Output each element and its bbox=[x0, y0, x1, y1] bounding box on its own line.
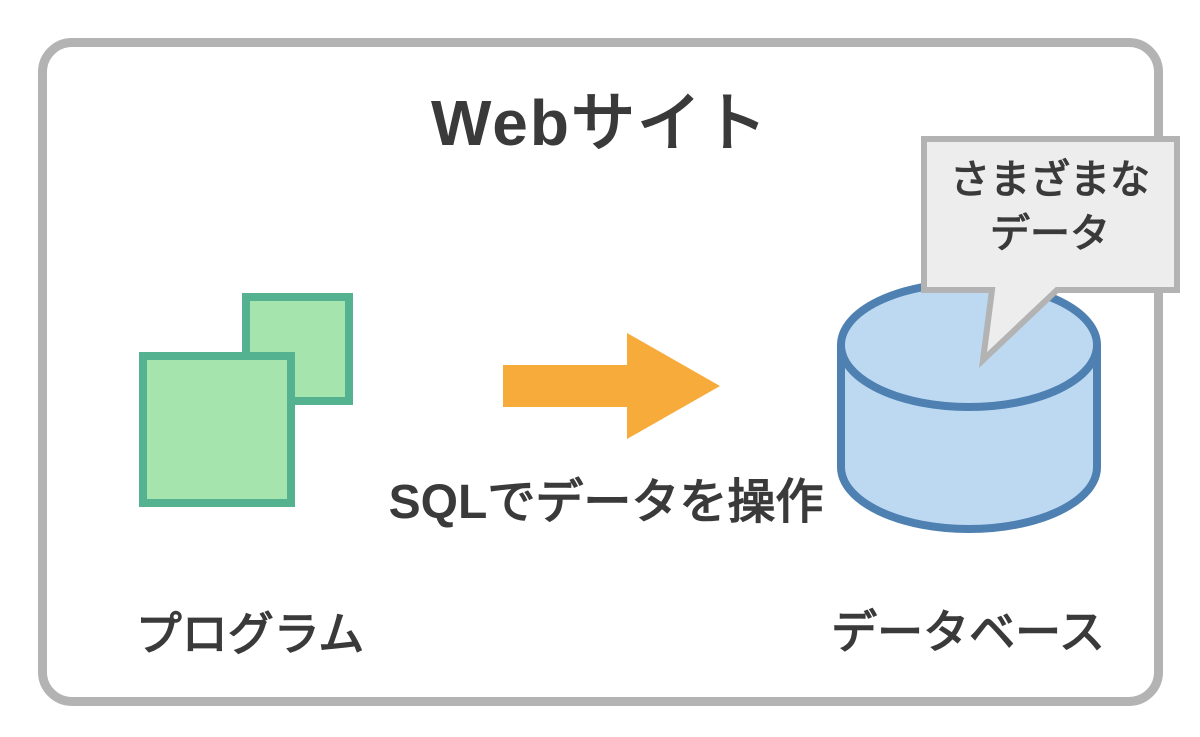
program-square-front-icon bbox=[139, 352, 295, 507]
database-label: データベース bbox=[831, 606, 1105, 658]
program-label: プログラム bbox=[135, 608, 365, 660]
diagram-title: Webサイト bbox=[431, 87, 769, 159]
program-square-back-icon bbox=[242, 293, 353, 405]
callout-bubble-shape bbox=[921, 136, 1180, 368]
flow-label: SQLでデータを操作 bbox=[388, 476, 824, 529]
callout-bubble-icon bbox=[921, 136, 1180, 368]
arrow-shape bbox=[503, 333, 720, 439]
callout-text-line1: さまざまな bbox=[950, 158, 1150, 202]
right-arrow-icon bbox=[503, 333, 720, 439]
callout-text: さまざまな データ bbox=[923, 153, 1177, 261]
callout-text-line2: データ bbox=[990, 212, 1110, 256]
